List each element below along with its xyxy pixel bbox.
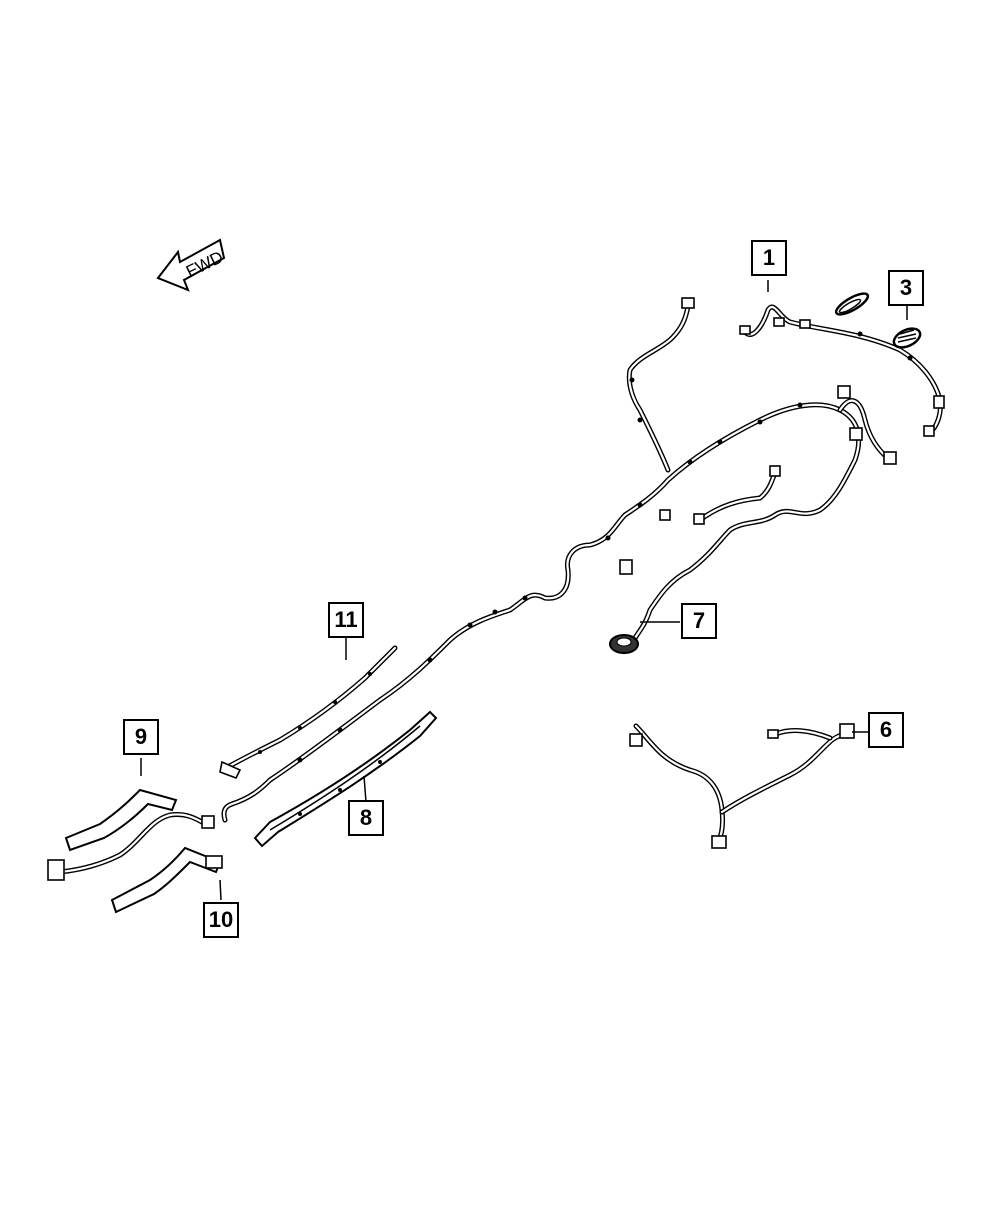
callout-3[interactable]: 3 [888, 270, 924, 306]
callout-leaders [767, 280, 908, 320]
callout-6[interactable]: 6 [868, 712, 904, 748]
harness-part-8 [253, 710, 438, 848]
callout-11[interactable]: 11 [328, 602, 364, 638]
forward-arrow-icon: FWD [156, 238, 226, 292]
main-body-harness [221, 297, 897, 823]
harness-part-10 [110, 846, 223, 914]
harness-part-6 [629, 723, 868, 849]
callout-10[interactable]: 10 [203, 902, 239, 938]
harness-part-9 [47, 758, 215, 881]
callout-7[interactable]: 7 [681, 603, 717, 639]
coiled-cable [834, 292, 870, 316]
connector-part-7 [609, 621, 680, 654]
callout-1[interactable]: 1 [751, 240, 787, 276]
callout-8[interactable]: 8 [348, 800, 384, 836]
callout-9[interactable]: 9 [123, 719, 159, 755]
harness-part-11 [219, 638, 398, 780]
grommet-part-3 [892, 327, 922, 349]
harness-part-1 [739, 304, 945, 437]
